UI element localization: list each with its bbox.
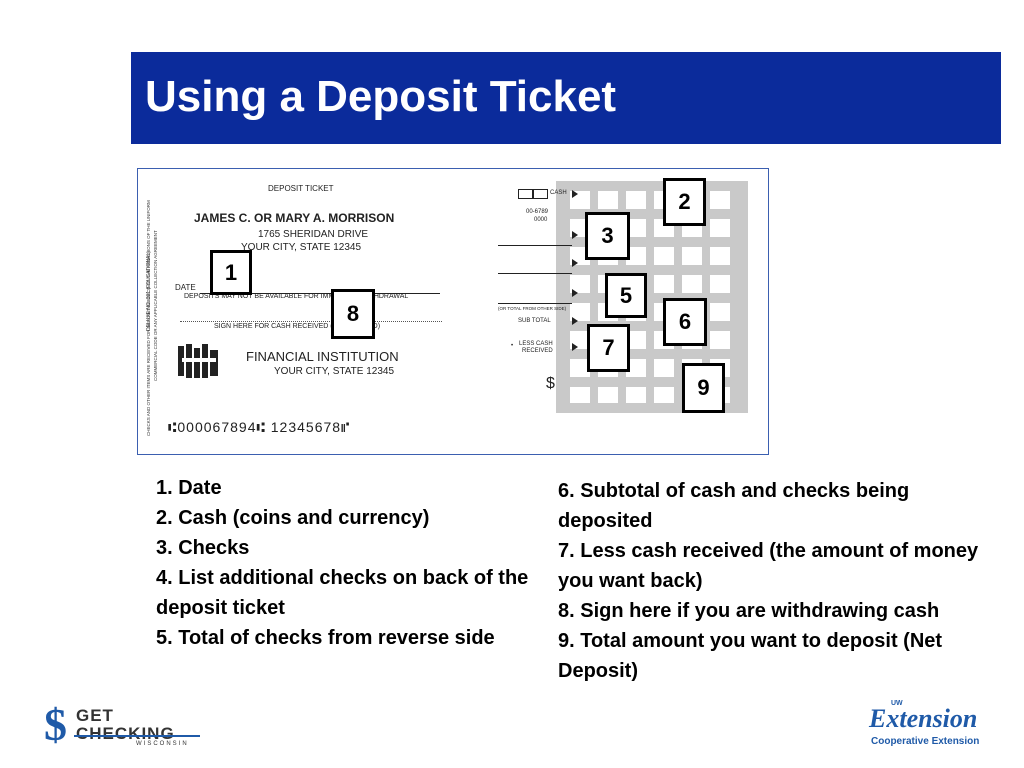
legend-item: 4. List additional checks on back of the… (156, 567, 529, 619)
date-label: DATE (175, 283, 196, 292)
callout-8: 8 (331, 289, 375, 339)
less-cash-label-1: LESS CASH (519, 341, 553, 347)
date-line (200, 293, 440, 294)
legend-item: 2. Cash (coins and currency) (156, 507, 430, 529)
check-arrow-1-icon (572, 231, 578, 239)
callout-3: 3 (585, 212, 630, 260)
callout-6: 6 (663, 298, 707, 346)
callout-1: 1 (210, 250, 252, 295)
bullet-icon: • (511, 343, 514, 349)
institution-name: FINANCIAL INSTITUTION (246, 349, 399, 364)
check-line-3 (498, 303, 572, 304)
micr-line: ⑆000067894⑆ 12345678⑈ (168, 419, 351, 435)
ticket-heading: DEPOSIT TICKET (268, 184, 334, 193)
bank-logo-icon (178, 344, 220, 378)
legend-item: 6. Subtotal of cash and checks being dep… (558, 480, 910, 532)
cash-box-1 (518, 189, 534, 199)
legend-item: 3. Checks (156, 537, 250, 559)
cash-label: CASH (550, 190, 567, 196)
uw-extension-logo: UW Extension Cooperative Extension (865, 700, 995, 755)
cash-box-2 (532, 189, 548, 199)
legend-item: 7. Less cash received (the amount of mon… (558, 540, 979, 592)
subtotal-arrow-icon (572, 317, 578, 325)
legend-item: 9. Total amount you want to deposit (Net… (558, 630, 943, 682)
check-line-1 (498, 245, 572, 246)
callout-7: 7 (587, 324, 630, 372)
ticket-side-text: CHECKS AND OTHER ITEMS ARE RECEIVED FOR … (142, 181, 182, 436)
title-bar: Using a Deposit Ticket (131, 52, 1001, 144)
legend-left: 1. Date 2. Cash (coins and currency) 3. … (156, 473, 536, 653)
logo-dollar-icon: $ (44, 699, 67, 750)
check-arrow-3-icon (572, 289, 578, 297)
logo-uw-text: UW (891, 700, 903, 707)
logo-extension-text: Extension (869, 704, 978, 733)
signature-note: SIGN HERE FOR CASH RECEIVED (IF REQUIRED… (214, 323, 381, 330)
side-text-2: COMMERCIAL CODE OR ANY APPLICABLE COLLEC… (153, 230, 158, 381)
account-holder-name: JAMES C. OR MARY A. MORRISON (194, 211, 395, 225)
less-cash-label-2: RECEIVED (522, 348, 553, 354)
routing-top: 00-6789 (526, 209, 549, 215)
side-text-3: DELUXE NO. 301 (EDUCATIONAL) (146, 251, 152, 331)
net-deposit-dollar-sign: $ (546, 375, 555, 392)
institution-city: YOUR CITY, STATE 12345 (274, 366, 395, 377)
callout-5: 5 (605, 273, 647, 318)
legend-item: 5. Total of checks from reverse side (156, 627, 495, 649)
legend-item: 8. Sign here if you are withdrawing cash (558, 600, 940, 622)
legend-right: 6. Subtotal of cash and checks being dep… (558, 476, 988, 686)
check-arrow-2-icon (572, 259, 578, 267)
logo-checking-text: CHECKING (76, 724, 175, 743)
cash-arrow-icon (572, 190, 578, 198)
account-holder-city: YOUR CITY, STATE 12345 (241, 242, 362, 253)
legend-item: 1. Date (156, 477, 222, 499)
get-checking-logo: $ GET CHECKING WISCONSIN (44, 699, 209, 755)
callout-2: 2 (663, 178, 706, 226)
routing-bottom: 0000 (534, 217, 548, 223)
other-side-label: (OR TOTAL FROM OTHER SIDE) (498, 306, 567, 311)
subtotal-label: SUB TOTAL (518, 318, 551, 324)
signature-line (180, 321, 442, 322)
deposit-availability-note: DEPOSITS MAY NOT BE AVAILABLE FOR IMMEDI… (184, 293, 409, 300)
page-title: Using a Deposit Ticket (145, 72, 617, 121)
callout-9: 9 (682, 363, 725, 413)
account-holder-street: 1765 SHERIDAN DRIVE (258, 229, 369, 240)
less-cash-arrow-icon (572, 343, 578, 351)
logo-wisconsin-text: WISCONSIN (136, 741, 189, 747)
logo-get-text: GET (76, 706, 114, 725)
check-line-2 (498, 273, 572, 274)
logo-coop-text: Cooperative Extension (871, 736, 980, 747)
logo-underline (74, 735, 200, 737)
